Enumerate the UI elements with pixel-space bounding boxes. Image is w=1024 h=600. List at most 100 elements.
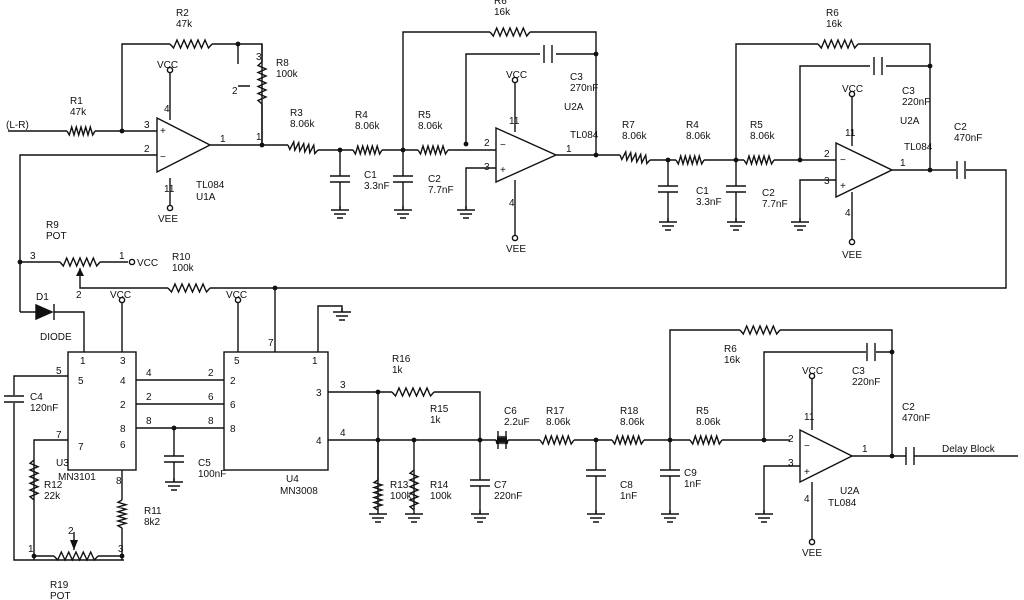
ic-ref: U3: [56, 458, 69, 469]
junction-dot: [119, 128, 125, 134]
pin-label: 1: [119, 251, 125, 262]
opamp-part: TL084: [196, 180, 225, 191]
pin-label: 3: [144, 120, 150, 131]
resistor-value: 8.06k: [620, 417, 645, 428]
capacitor-ref: C8: [620, 480, 633, 491]
pot-wiper-arrow: [70, 540, 78, 550]
capacitor-plates: [393, 175, 413, 183]
ground-symbol: [587, 510, 605, 523]
resistor-ref: R6: [826, 8, 839, 19]
resistor-ref: R5: [418, 110, 431, 121]
resistor-zigzag: [352, 143, 383, 157]
ic-part: MN3008: [280, 486, 318, 497]
resistor-ref: R15: [430, 404, 449, 415]
pin-label: 6: [208, 392, 214, 403]
pin-label: 1: [566, 144, 572, 155]
capacitor-value: 470nF: [902, 413, 930, 424]
resistor-zigzag: [489, 26, 531, 38]
resistor-value: 100k: [172, 263, 195, 274]
capacitor-ref: C5: [198, 458, 211, 469]
ground-symbol: [165, 478, 183, 491]
pin-label: 11: [804, 412, 815, 423]
diode-ref: D1: [36, 292, 49, 303]
resistor-ref: R6: [724, 344, 737, 355]
junction-dot: [593, 51, 599, 57]
pin-label: 1: [220, 134, 226, 145]
pot-wiper-arrow: [76, 268, 84, 276]
capacitor-value: 3.3nF: [696, 197, 722, 208]
resistor-ref: R14: [430, 480, 449, 491]
resistor-value: 100k: [276, 69, 299, 80]
ground-symbol: [331, 206, 349, 219]
junction-dot: [400, 147, 406, 153]
vcc-terminal: [234, 296, 242, 304]
resistor-zigzag: [817, 38, 859, 50]
opamp-plus: +: [804, 467, 810, 478]
junction-dot: [337, 147, 343, 153]
capacitor-ref: C7: [494, 480, 507, 491]
pin-label: 2: [120, 400, 126, 411]
wire-stage3-cfb: [799, 65, 930, 160]
junction-dot: [889, 349, 895, 355]
ground-symbol: [457, 206, 475, 219]
resistor-value: 8.06k: [750, 131, 775, 142]
capacitor-value: 7.7nF: [428, 185, 454, 196]
capacitor-ref: C3: [570, 72, 583, 83]
resistor-zigzag: [287, 139, 319, 156]
capacitor-value: 220nF: [852, 377, 880, 388]
capacitor-ref: C4: [30, 392, 43, 403]
pin-label: 6: [120, 440, 126, 451]
ground-symbol: [727, 218, 745, 231]
wire-u2c-plus: [763, 465, 800, 514]
opamp-part: TL084: [828, 498, 857, 509]
capacitor-value: 120nF: [30, 403, 58, 414]
opamp-u2a-3: − + 2 3 1 11 4 U2A TL084: [788, 412, 868, 509]
vee-label: VEE: [506, 244, 526, 255]
junction-dot: [411, 437, 417, 443]
pin-label: 8: [208, 416, 214, 427]
resistor-zigzag: [417, 143, 449, 157]
wire-r8: [237, 44, 263, 145]
vcc-label: VCC: [137, 258, 158, 269]
resistor-value: 16k: [826, 19, 843, 30]
pin-label: 5: [234, 356, 240, 367]
pin-label: 11: [845, 128, 856, 139]
capacitor-plates: [956, 161, 966, 179]
resistor-zigzag: [739, 324, 781, 336]
resistor-zigzag: [689, 433, 723, 447]
pin-label: 4: [340, 428, 346, 439]
opamp-ref: U2A: [840, 486, 860, 497]
pin-label: 4: [316, 436, 322, 447]
vcc-label: VCC: [802, 366, 823, 377]
resistor-value: 47k: [176, 19, 193, 30]
ic-ref: U4: [286, 474, 299, 485]
capacitor-ref: C6: [504, 406, 517, 417]
resistor-zigzag: [675, 153, 705, 167]
junction-dot: [593, 437, 599, 443]
capacitor-ref: C2: [428, 174, 441, 185]
resistor-ref: R4: [355, 110, 368, 121]
vcc-terminal: [848, 90, 856, 98]
capacitor-plates: [330, 175, 350, 183]
wire-network: [8, 31, 1018, 561]
pin-label: 3: [118, 544, 124, 555]
capacitor: C27.7nF: [726, 185, 788, 210]
resistor-ref: R3: [290, 108, 303, 119]
capacitor-plates: [660, 469, 680, 477]
pin-label: 3: [484, 162, 490, 173]
resistor-zigzag: [167, 282, 211, 294]
capacitor-ref: C3: [852, 366, 865, 377]
junction-dot: [31, 553, 37, 559]
pin-label: 3: [120, 356, 126, 367]
ground-symbol: [661, 510, 679, 523]
pin-label: 4: [845, 208, 851, 219]
resistor-zigzag: [408, 469, 420, 511]
